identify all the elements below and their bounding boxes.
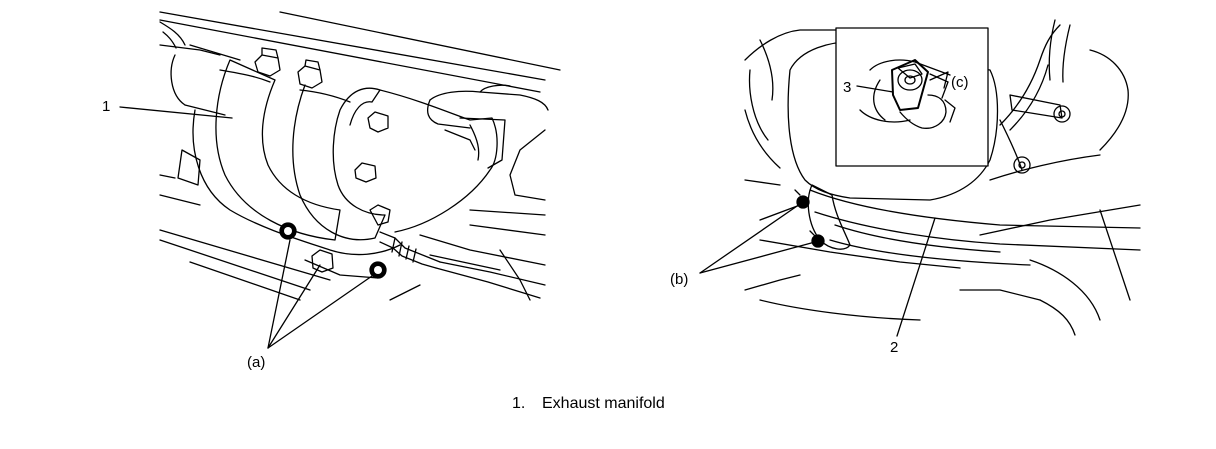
leader-fasteners-a xyxy=(267,239,373,349)
callout-fasteners-b: (b) xyxy=(670,271,689,288)
caption-text: Exhaust manifold xyxy=(542,395,665,412)
leader-part-1 xyxy=(119,106,233,119)
left-figure-exhaust-manifold xyxy=(119,11,561,349)
inset-detail-box xyxy=(835,27,989,167)
sensor-cable xyxy=(999,24,1071,174)
pipe-flange-b xyxy=(794,184,851,250)
lower-flange-nuts xyxy=(279,222,387,279)
leader-part-3 xyxy=(856,85,894,93)
exhaust-pipe-part-2 xyxy=(809,189,1141,266)
manifold-collector xyxy=(379,89,498,233)
vehicle-body-lines xyxy=(744,19,1141,336)
hand-outline xyxy=(427,84,549,201)
caption-number: 1. xyxy=(512,395,526,412)
manifold-top-studs xyxy=(254,47,391,226)
callout-part-1: 1 xyxy=(102,98,111,115)
engine-block-lines xyxy=(159,11,561,301)
callout-part-2: 2 xyxy=(890,339,899,356)
leader-fastener-c xyxy=(929,73,949,99)
manifold-heat-shield xyxy=(192,109,401,256)
leader-part-2 xyxy=(896,217,936,337)
right-figure-exhaust-pipe xyxy=(699,19,1141,337)
figure-caption: 1. Exhaust manifold xyxy=(512,395,665,413)
callout-fasteners-a: (a) xyxy=(247,354,266,371)
left-pipe-stub xyxy=(170,44,241,186)
manifold-runner-left xyxy=(215,59,341,241)
callout-part-3: 3 xyxy=(843,79,852,96)
callout-fastener-c: (c) xyxy=(951,74,969,91)
leader-fasteners-b xyxy=(699,203,816,274)
oxygen-sensor xyxy=(379,231,546,299)
